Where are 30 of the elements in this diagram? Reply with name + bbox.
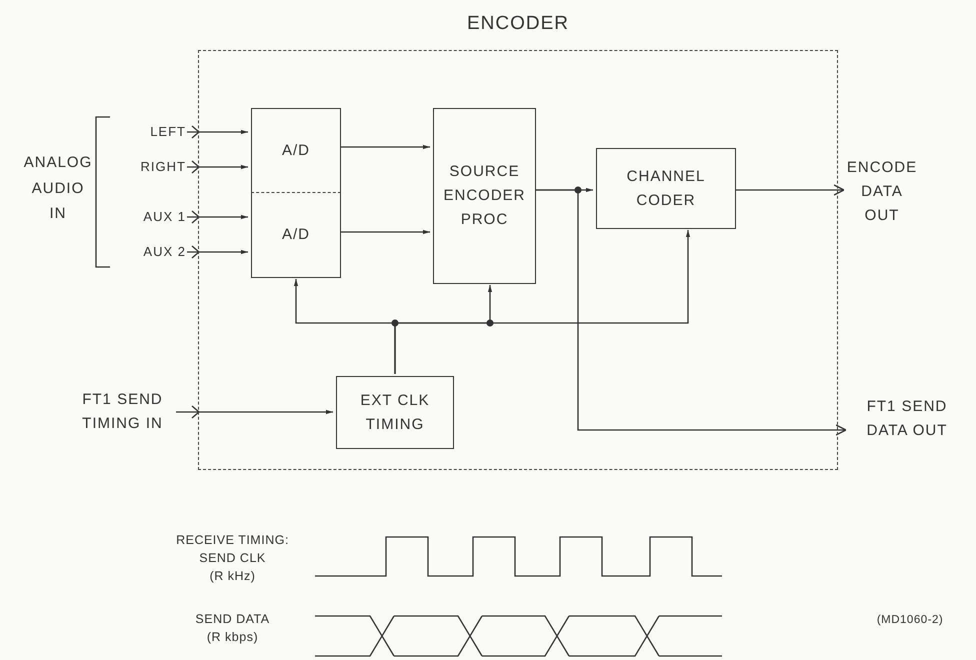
port-name: RIGHT (140, 158, 186, 176)
port-name: FT1 SEND DATA OUT (866, 397, 948, 441)
diagram-heading: ENCODER (466, 12, 569, 36)
figure-number: (MD1060-2) (876, 614, 944, 626)
port-name: AUX 2 (143, 242, 186, 261)
signal-label: SEND CLK (198, 551, 267, 565)
block-name: SOURCE ENCODER PROC (442, 162, 526, 230)
block-name: A/D (282, 140, 310, 160)
block-name: EXT CLK TIMING (359, 390, 431, 434)
arrow (536, 189, 847, 436)
process-box (596, 148, 736, 229)
arrow (394, 230, 690, 374)
signal-label: (R kbps) (206, 630, 260, 644)
signal-label: (R kHz) (208, 569, 256, 583)
block-name: CHANNEL CODER (626, 166, 706, 210)
arrow (341, 144, 430, 150)
port-name: ENCODE DATA OUT (846, 158, 918, 226)
process-box (433, 108, 536, 284)
port-name: LEFT (150, 122, 186, 141)
group-label: ANALOG AUDIO IN (22, 153, 94, 224)
process-box (336, 376, 454, 449)
arrow (341, 230, 430, 234)
block-name: A/D (282, 225, 310, 245)
port-name: FT1 SEND TIMING IN (81, 390, 164, 434)
converter-box (251, 108, 341, 193)
arrow (736, 184, 845, 196)
converter-box (251, 193, 341, 278)
signal-label: SEND DATA (194, 612, 271, 626)
signal-label: RECEIVE TIMING: (175, 533, 290, 547)
port-name: AUX 1 (143, 208, 186, 226)
